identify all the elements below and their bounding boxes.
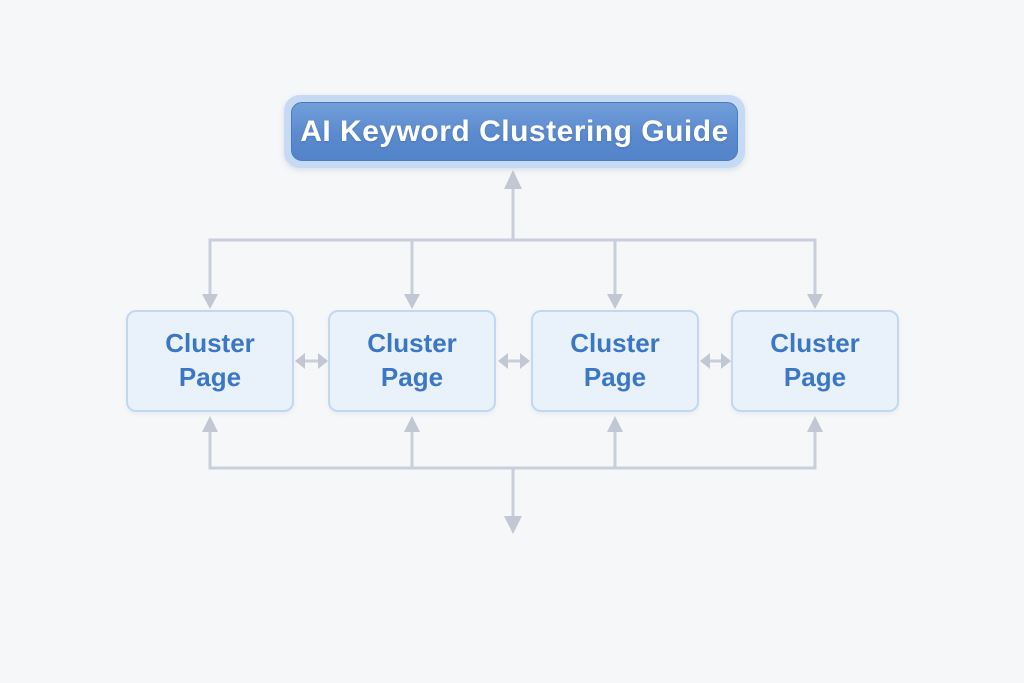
bottom-bracket-line: [208, 430, 817, 470]
cluster-page-label: Cluster Page: [165, 328, 255, 392]
up-arrowhead-title: [504, 170, 522, 189]
cluster-page-label: Cluster Page: [570, 328, 660, 392]
diagram-title: AI Keyword Clustering Guide: [300, 114, 729, 148]
up-arrowhead-node-1: [202, 416, 218, 432]
cluster-page-node-4: Cluster Page: [731, 310, 899, 412]
cluster-page-node-2: Cluster Page: [328, 310, 496, 412]
left-arrowhead-link-2: [498, 353, 508, 369]
cluster-page-label: Cluster Page: [770, 328, 860, 392]
title-box-inner: AI Keyword Clustering Guide: [291, 102, 738, 161]
top-bracket-line: [208, 238, 817, 296]
left-arrowhead-link-3: [700, 353, 710, 369]
down-arrowhead-node-2: [404, 294, 420, 309]
down-arrowhead-node-4: [807, 294, 823, 309]
cluster-page-node-3: Cluster Page: [531, 310, 699, 412]
left-arrowhead-link-1: [295, 353, 305, 369]
up-arrowhead-node-2: [404, 416, 420, 432]
title-box: AI Keyword Clustering Guide: [284, 95, 745, 168]
cluster-page-node-1: Cluster Page: [126, 310, 294, 412]
up-arrowhead-node-4: [807, 416, 823, 432]
right-arrowhead-link-2: [520, 353, 530, 369]
right-arrowhead-link-1: [318, 353, 328, 369]
down-arrowhead-node-1: [202, 294, 218, 309]
down-arrowhead-node-3: [607, 294, 623, 309]
up-arrowhead-node-3: [607, 416, 623, 432]
cluster-page-label: Cluster Page: [367, 328, 457, 392]
down-arrowhead-exit: [504, 516, 522, 534]
right-arrowhead-link-3: [721, 353, 731, 369]
